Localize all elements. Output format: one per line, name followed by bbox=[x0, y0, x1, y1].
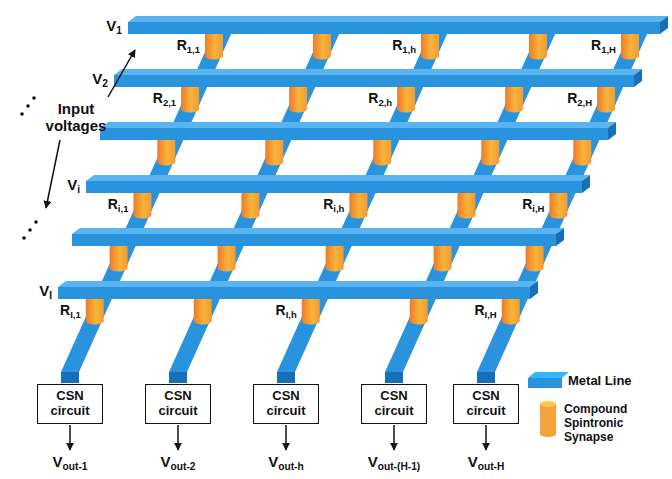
resistance-label: R1,H bbox=[591, 37, 616, 53]
ellipsis-dot bbox=[32, 96, 36, 100]
resistance-label: Ri,1 bbox=[108, 196, 129, 212]
row-metal-line-end bbox=[608, 122, 616, 140]
row-metal-line-end bbox=[634, 69, 642, 87]
callout-arrow bbox=[46, 140, 60, 208]
input-callout: Input voltages bbox=[36, 100, 116, 135]
column-end-face bbox=[61, 372, 79, 383]
row-metal-line-top bbox=[114, 69, 642, 75]
row-metal-line bbox=[100, 128, 608, 140]
ellipsis-dot bbox=[26, 104, 30, 108]
row-metal-line-top bbox=[86, 175, 590, 181]
legend-swatch-top bbox=[528, 372, 569, 378]
row-metal-line-end bbox=[660, 16, 668, 34]
circuit-name: CSN circuit bbox=[260, 389, 312, 419]
circuit-box: CSN circuit bbox=[253, 384, 319, 424]
row-metal-line-top bbox=[58, 281, 538, 287]
row-metal-line bbox=[86, 181, 582, 193]
resistance-label: RI,H bbox=[474, 302, 496, 318]
circuit-name: CSN circuit bbox=[152, 389, 204, 419]
resistance-label: Ri,H bbox=[522, 196, 544, 212]
row-metal-line-end bbox=[530, 281, 538, 299]
output-arrow bbox=[393, 425, 395, 450]
ellipsis-dot bbox=[28, 228, 32, 232]
ellipsis-dot bbox=[20, 112, 24, 116]
circuit-box: CSN circuit bbox=[145, 384, 211, 424]
output-arrow bbox=[69, 425, 71, 450]
column-end-face bbox=[169, 372, 187, 383]
resistance-label: RI,1 bbox=[60, 302, 81, 318]
resistance-label: R2,1 bbox=[153, 90, 176, 106]
resistance-label: R1,h bbox=[392, 37, 416, 53]
voltage-label: V2 bbox=[92, 70, 108, 87]
row-metal-line-top bbox=[100, 122, 616, 128]
circuit-box: CSN circuit bbox=[361, 384, 427, 424]
output-arrow bbox=[177, 425, 179, 450]
row-metal-line bbox=[72, 234, 556, 246]
row-metal-line bbox=[128, 22, 660, 34]
voltage-label: V1 bbox=[106, 17, 122, 34]
resistance-label: RI,h bbox=[276, 302, 297, 318]
resistance-label: Ri,h bbox=[323, 196, 344, 212]
legend-swatch-top bbox=[540, 401, 556, 407]
callout-arrow bbox=[108, 50, 135, 97]
column-end-face bbox=[277, 372, 295, 383]
ellipsis-dot bbox=[22, 236, 26, 240]
voltage-label: VI bbox=[39, 282, 52, 299]
row-metal-line-top bbox=[128, 16, 668, 22]
row-metal-line-end bbox=[556, 228, 564, 246]
ellipsis-dot bbox=[34, 220, 38, 224]
column-end-face bbox=[385, 372, 403, 383]
circuit-box: CSN circuit bbox=[453, 384, 519, 424]
output-voltage-label: Vout-1 bbox=[53, 453, 88, 470]
resistance-label: R2,h bbox=[368, 90, 392, 106]
legend-swatch bbox=[540, 404, 556, 434]
resistance-label: R2,H bbox=[567, 90, 592, 106]
column-end-face bbox=[477, 372, 495, 383]
row-metal-line bbox=[58, 287, 530, 299]
row-metal-line-end bbox=[582, 175, 590, 193]
legend-text: Metal Line bbox=[568, 374, 632, 389]
resistance-label: R1,1 bbox=[177, 37, 200, 53]
output-voltage-label: Vout-H bbox=[468, 453, 505, 470]
circuit-name: CSN circuit bbox=[44, 389, 96, 419]
row-metal-line bbox=[114, 75, 634, 87]
circuit-name: CSN circuit bbox=[460, 389, 512, 419]
legend-swatch bbox=[528, 378, 562, 388]
row-metal-line-top bbox=[72, 228, 564, 234]
legend-text: Compound Spintronic Synapse bbox=[564, 403, 668, 444]
output-arrow bbox=[485, 425, 487, 450]
circuit-box: CSN circuit bbox=[37, 384, 103, 424]
output-voltage-label: Vout-2 bbox=[161, 453, 196, 470]
output-voltage-label: Vout-h bbox=[268, 453, 303, 470]
output-arrow bbox=[285, 425, 287, 450]
voltage-label: Vi bbox=[67, 176, 80, 193]
output-voltage-label: Vout-(H-1) bbox=[368, 453, 420, 470]
circuit-name: CSN circuit bbox=[368, 389, 420, 419]
